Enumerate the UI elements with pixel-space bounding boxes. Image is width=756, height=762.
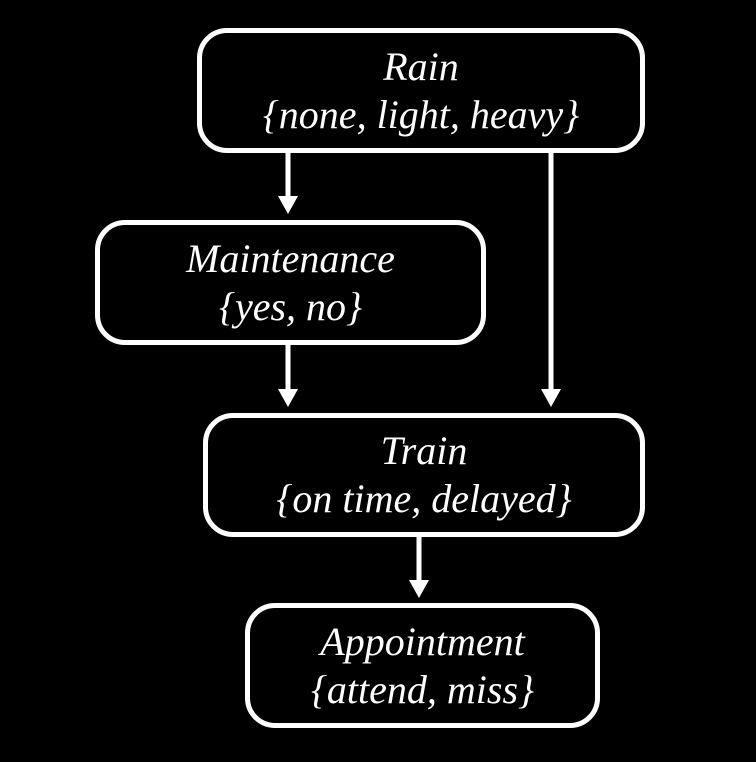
node-appointment-label: Appointment — [320, 618, 525, 664]
node-appointment-values: {attend, miss} — [310, 666, 535, 712]
node-train-values: {on time, delayed} — [276, 476, 572, 521]
edge-maintenance-train — [278, 345, 298, 407]
node-maintenance-label: Maintenance — [186, 235, 395, 281]
node-rain-values: {none, light, heavy} — [262, 91, 580, 137]
node-maintenance-values: {yes, no} — [218, 283, 363, 329]
node-maintenance: Maintenance {yes, no} — [95, 220, 486, 345]
node-train-label: Train — [380, 428, 468, 473]
edge-rain-train — [541, 153, 561, 407]
node-train: Train {on time, delayed} — [203, 413, 645, 537]
edge-train-appointment — [409, 537, 429, 598]
edge-rain-maintenance — [278, 153, 298, 214]
node-rain: Rain {none, light, heavy} — [197, 28, 645, 153]
node-appointment: Appointment {attend, miss} — [245, 603, 600, 728]
node-rain-label: Rain — [383, 43, 459, 89]
